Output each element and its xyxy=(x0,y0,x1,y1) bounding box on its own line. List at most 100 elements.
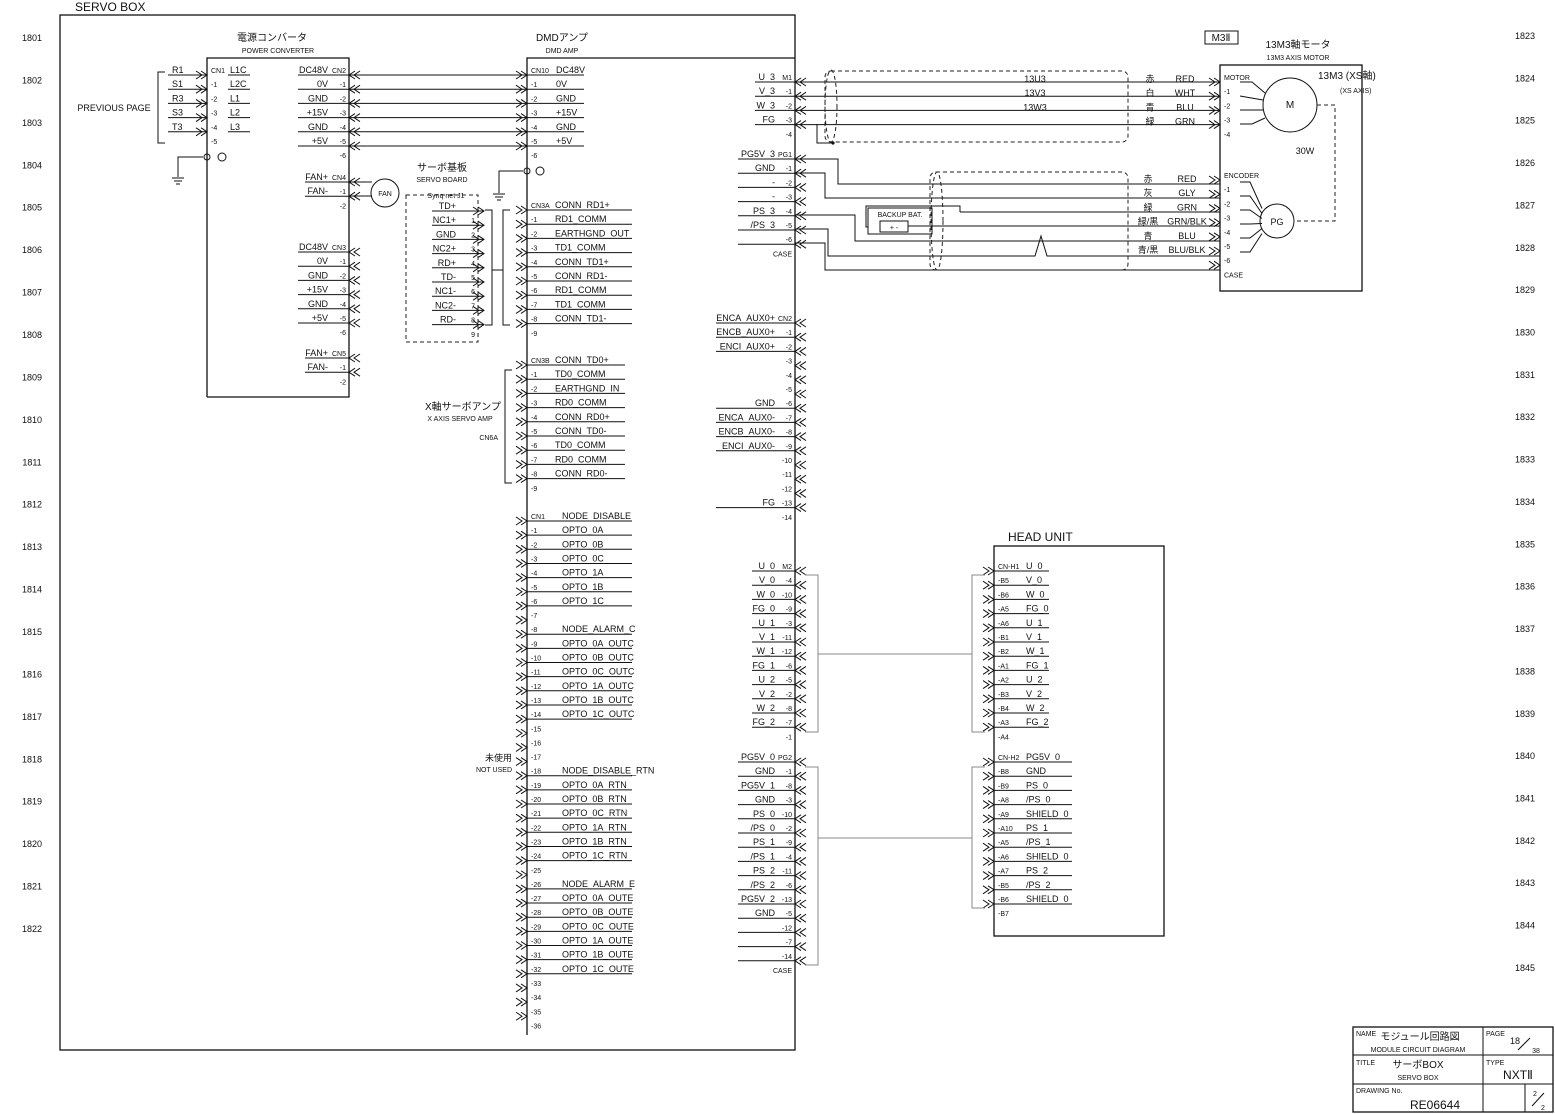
signal-label: OPTO_1A_OUTC xyxy=(562,681,634,691)
connector-chevron-icon xyxy=(515,827,528,837)
backup-battery-box xyxy=(867,207,933,235)
type-label: TYPE xyxy=(1486,1060,1505,1067)
signal-label: PS_1 xyxy=(1026,823,1048,833)
signal-label: ENCB_AUX0- xyxy=(718,427,775,437)
connector-chevron-icon xyxy=(794,899,807,909)
pin-number: -14 xyxy=(782,515,792,522)
pin-number: -A8 xyxy=(998,798,1009,805)
pin-number: -A6 xyxy=(998,854,1009,861)
connector-chevron-icon xyxy=(982,594,995,604)
connector-chevron-icon xyxy=(515,813,528,823)
pin-number: -A10 xyxy=(998,826,1013,833)
pin-number: -7 xyxy=(531,613,537,620)
signal-label: FAN- xyxy=(307,186,328,196)
pin-number: -2 xyxy=(531,96,537,103)
pin-number: -8 xyxy=(786,430,792,437)
pin-number: -4 xyxy=(786,132,792,139)
pin-number: -11 xyxy=(531,670,541,677)
signal-label: FG_0 xyxy=(752,604,775,614)
connector-chevron-icon xyxy=(982,842,995,852)
signal-label: RD1_COMM xyxy=(555,214,607,224)
pin-number: -1 xyxy=(786,166,792,173)
row-number: 1836 xyxy=(1515,582,1535,592)
row-number: 1816 xyxy=(22,669,42,679)
pin-number: -B6 xyxy=(998,897,1009,904)
pin-number: -8 xyxy=(531,627,537,634)
signal-label: PS_0 xyxy=(753,809,775,819)
motor-symbol: M xyxy=(1286,100,1294,111)
signal-label: - xyxy=(772,177,775,187)
fan-label: FAN xyxy=(378,191,392,198)
signal-label: U_2 xyxy=(758,675,775,685)
connector-chevron-icon xyxy=(794,239,807,249)
head-unit-box xyxy=(993,545,1165,937)
signal-label: /PS_0 xyxy=(750,823,775,833)
pin-number: -10 xyxy=(531,656,541,663)
pin-number: -5 xyxy=(531,139,537,146)
signal-label: SHIELD_0 xyxy=(1026,894,1069,904)
pin-number: -1 xyxy=(340,365,346,372)
pin-number: -2 xyxy=(786,344,792,351)
connector-chevron-icon xyxy=(1208,203,1221,213)
connector-chevron-icon xyxy=(515,912,528,922)
pin-number: -B9 xyxy=(998,783,1009,790)
drawing-no-label: DRAWING No. xyxy=(1356,1088,1402,1095)
row-number: 1810 xyxy=(22,415,42,425)
connector-chevron-icon xyxy=(515,304,528,314)
pin-number: -2 xyxy=(211,96,217,103)
pin-number: -B5 xyxy=(998,578,1009,585)
connector-chevron-icon xyxy=(982,580,995,590)
bracket xyxy=(805,574,819,733)
pin-number: -1 xyxy=(340,259,346,266)
wire-color-jp: 青 xyxy=(1143,230,1152,241)
connector-chevron-icon xyxy=(515,799,528,809)
connector-chevron-icon xyxy=(515,672,528,682)
servo-board-title-jp: サーボ基板 xyxy=(417,161,467,174)
pin-number: CN4 xyxy=(332,175,346,182)
title-en: SERVO BOX xyxy=(1397,1075,1438,1082)
signal-label: GND xyxy=(755,398,776,408)
connector-chevron-icon xyxy=(794,566,807,576)
wire-color-jp: 緑/黒 xyxy=(1138,216,1159,227)
connector-chevron-icon xyxy=(348,275,361,285)
connector-chevron-icon xyxy=(794,609,807,619)
row-number: 1806 xyxy=(22,245,42,255)
pin-number: -25 xyxy=(531,868,541,875)
pin-number: -12 xyxy=(531,684,541,691)
connector-chevron-icon xyxy=(515,459,528,469)
pin-number: CN2 xyxy=(778,316,792,323)
pin-number: -7 xyxy=(786,940,792,947)
signal-label: /PS_1 xyxy=(750,851,775,861)
signal-label: PG5V_3 xyxy=(741,149,775,159)
connector-chevron-icon xyxy=(794,446,807,456)
row-number: 1840 xyxy=(1515,751,1535,761)
pin-number: -4 xyxy=(531,125,537,132)
connector-chevron-icon xyxy=(515,262,528,272)
pin-number: -4 xyxy=(531,415,537,422)
pin-number: -2 xyxy=(786,180,792,187)
signal-label: DC48V xyxy=(299,65,328,75)
pin-number: -A9 xyxy=(998,812,1009,819)
connector-chevron-icon xyxy=(1208,218,1221,228)
signal-label: +5V xyxy=(556,136,572,146)
connector-chevron-icon xyxy=(982,899,995,909)
wire-color-jp: 灰 xyxy=(1143,187,1152,198)
signal-label: OPTO_0B_OUTE xyxy=(562,907,633,917)
pin-number: -9 xyxy=(786,840,792,847)
pin-number: CASE xyxy=(773,251,792,258)
pin-number: -23 xyxy=(531,839,541,846)
signal-label: CONN_RD0+ xyxy=(555,412,610,422)
signal-label: NODE_ALARM_E xyxy=(562,879,635,889)
row-number: 1828 xyxy=(1515,243,1535,253)
pin-number: -B3 xyxy=(998,692,1009,699)
title-jp: サーボBOX xyxy=(1392,1059,1443,1071)
pin-number: -1 xyxy=(786,330,792,337)
connector-chevron-icon xyxy=(794,211,807,221)
pin-number: -5 xyxy=(786,911,792,918)
signal-label: S3 xyxy=(172,108,183,118)
signal-label: W_2 xyxy=(1026,703,1045,713)
signal-label: GND xyxy=(755,163,776,173)
pin-number: -4 xyxy=(531,571,537,578)
pin-number: CN5 xyxy=(332,351,346,358)
pin-number: -13 xyxy=(782,897,792,904)
